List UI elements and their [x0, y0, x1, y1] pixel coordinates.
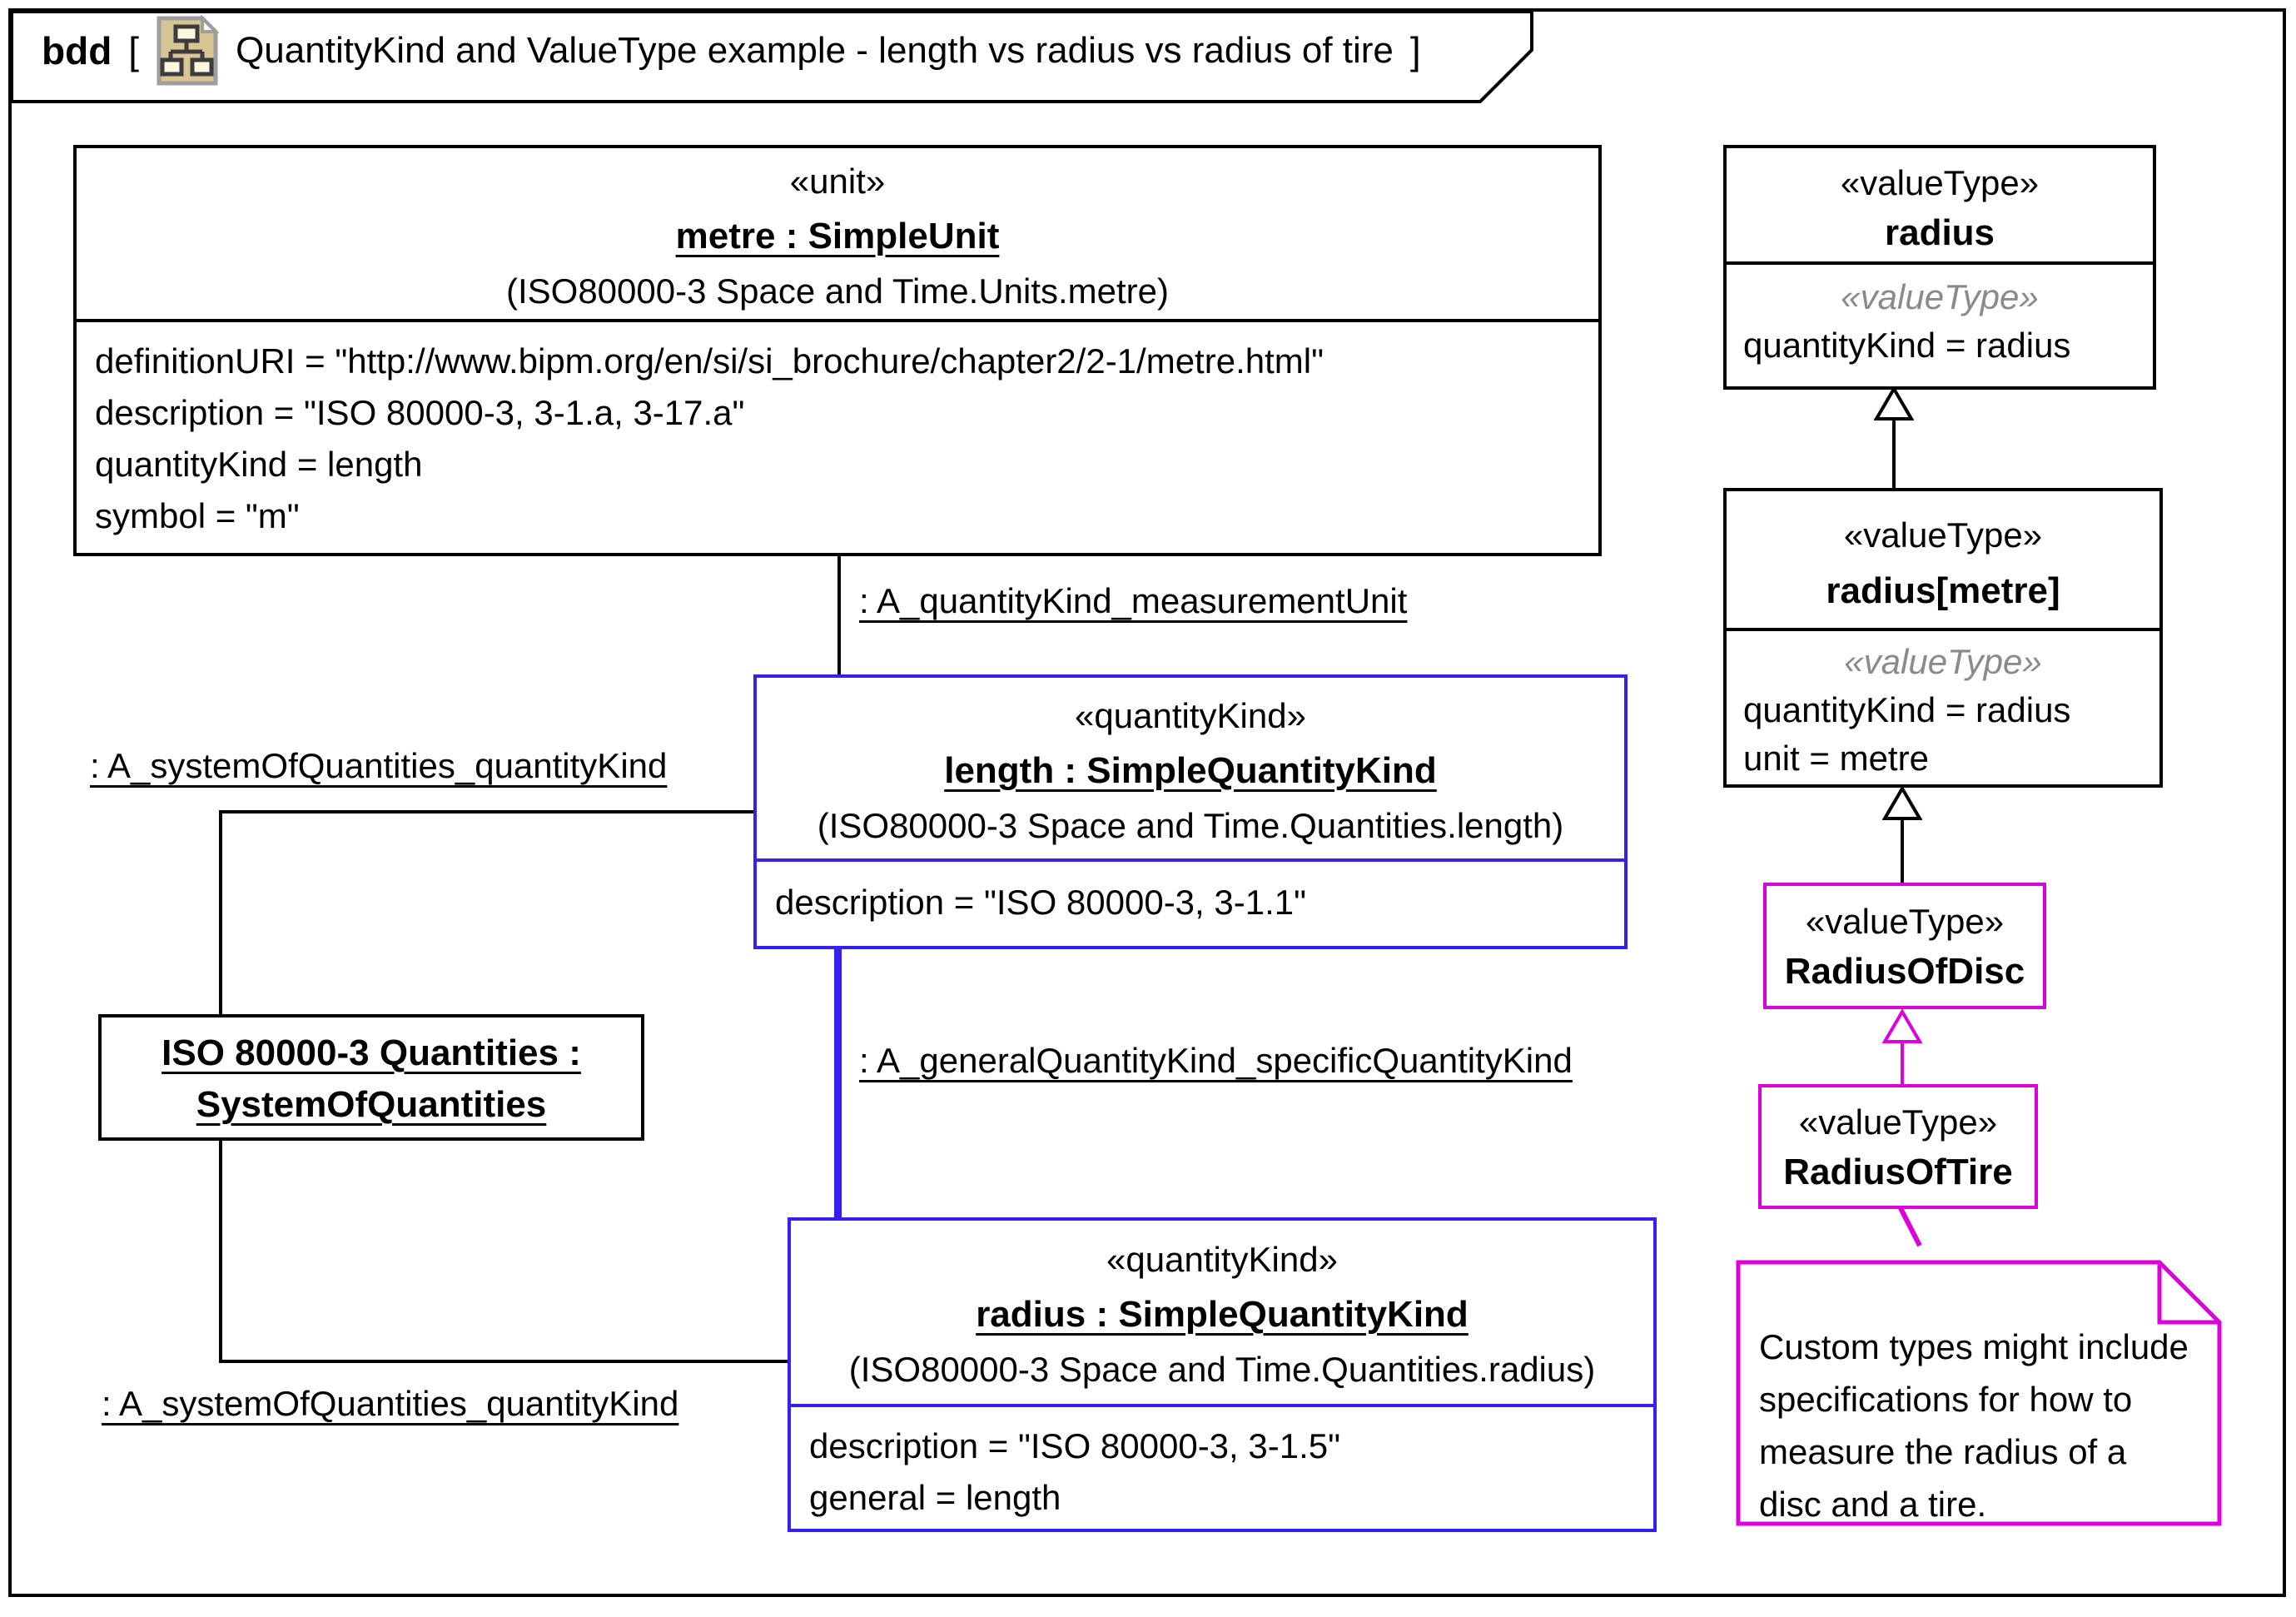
diagram-tab-shape — [10, 10, 1533, 103]
bdd-diagram-icon — [157, 15, 220, 86]
metre-property-quantityKind: quantityKind = length — [95, 445, 423, 484]
edge-generalQuantityKind-line — [834, 949, 842, 1217]
system-of-quantities-name-line1: ISO 80000-3 Quantities : — [162, 1032, 581, 1073]
edge-label-systemOfQuantities-quantityKind-bottom: : A_systemOfQuantities_quantityKind — [102, 1384, 679, 1423]
metre-property-definitionURI: definitionURI = "http://www.bipm.org/en/… — [95, 341, 1324, 381]
edge-label-quantityKind-measurementUnit: : A_quantityKind_measurementUnit — [859, 581, 1408, 620]
length-qualifier: (ISO80000-3 Space and Time.Quantities.le… — [817, 805, 1564, 845]
radius-metre-vt-name: radius[metre] — [1826, 570, 2060, 611]
radius-vt-name: radius — [1884, 212, 1995, 253]
radius-qk-property-general: general = length — [809, 1478, 1061, 1517]
metre-property-description: description = "ISO 80000-3, 3-1.a, 3-17.… — [95, 393, 745, 432]
radius-metre-vt-body-stereotype: «valueType» — [1844, 642, 2042, 681]
radius-vt-property-quantityKind: quantityKind = radius — [1743, 326, 2071, 365]
valuetype-radius-node[interactable]: «valueType» radius «valueType» quantityK… — [1723, 145, 2156, 390]
close-bracket: ] — [1409, 29, 1421, 72]
length-property-description: description = "ISO 80000-3, 3-1.1" — [775, 883, 1307, 922]
metre-stereotype: «unit» — [789, 161, 886, 201]
system-of-quantities-node[interactable]: ISO 80000-3 Quantities : SystemOfQuantit… — [98, 1014, 644, 1141]
generalization-arrowhead-3 — [1882, 1009, 1922, 1043]
radius-metre-vt-stereotype: «valueType» — [1843, 515, 2043, 555]
quantitykind-radius-node[interactable]: «quantityKind» radius : SimpleQuantityKi… — [788, 1217, 1657, 1532]
radius-of-tire-stereotype: «valueType» — [1798, 1102, 1998, 1142]
note-text: Custom types might include specification… — [1759, 1327, 2189, 1524]
diagram-kind-label: bdd — [42, 29, 112, 72]
radius-qk-qualifier: (ISO80000-3 Space and Time.Quantities.ra… — [848, 1350, 1596, 1389]
diagram-header: bdd [ QuantityKind and ValueType example… — [42, 15, 1421, 86]
note-shape[interactable] — [1736, 1260, 2224, 1528]
unit-metre-node[interactable]: «unit» metre : SimpleUnit (ISO80000-3 Sp… — [73, 145, 1602, 556]
valuetype-radius-of-tire-node[interactable]: «valueType» RadiusOfTire — [1758, 1084, 2038, 1209]
length-name: length : SimpleQuantityKind — [944, 749, 1437, 791]
radius-vt-stereotype: «valueType» — [1840, 163, 2040, 202]
metre-name: metre : SimpleUnit — [675, 215, 1000, 256]
radius-vt-body-stereotype: «valueType» — [1841, 277, 2039, 316]
radius-of-tire-name: RadiusOfTire — [1783, 1152, 2013, 1192]
diagram-title: QuantityKind and ValueType example - len… — [236, 30, 1394, 71]
generalization-line-2 — [1901, 819, 1904, 883]
edge-systemOfQuantities-top-vline — [219, 810, 222, 1014]
length-stereotype: «quantityKind» — [1075, 695, 1306, 735]
metre-qualifier: (ISO80000-3 Space and Time.Units.metre) — [505, 271, 1170, 311]
radius-metre-vt-property-quantityKind: quantityKind = radius — [1743, 690, 2071, 729]
open-bracket: [ — [128, 29, 140, 72]
radius-of-disc-name: RadiusOfDisc — [1784, 951, 2025, 992]
radius-metre-vt-property-unit: unit = metre — [1743, 739, 1929, 778]
edge-systemOfQuantities-top-hline — [219, 810, 753, 813]
generalization-line-1 — [1892, 420, 1896, 488]
generalization-arrowhead-2 — [1882, 786, 1922, 820]
quantitykind-length-node[interactable]: «quantityKind» length : SimpleQuantityKi… — [753, 674, 1628, 949]
radius-qk-name: radius : SimpleQuantityKind — [976, 1294, 1469, 1335]
metre-property-symbol: symbol = "m" — [95, 496, 300, 535]
note-anchor-line — [1897, 1205, 1922, 1247]
radius-qk-stereotype: «quantityKind» — [1106, 1240, 1338, 1279]
generalization-arrowhead-1 — [1874, 386, 1914, 420]
edge-label-generalQuantityKind-specificQuantityKind: : A_generalQuantityKind_specificQuantity… — [859, 1041, 1573, 1080]
edge-label-systemOfQuantities-quantityKind-top: : A_systemOfQuantities_quantityKind — [90, 746, 668, 785]
radius-qk-property-description: description = "ISO 80000-3, 3-1.5" — [809, 1426, 1341, 1465]
generalization-line-3 — [1901, 1042, 1904, 1084]
edge-systemOfQuantities-bottom-hline — [219, 1360, 788, 1363]
valuetype-radius-of-disc-node[interactable]: «valueType» RadiusOfDisc — [1763, 883, 2046, 1009]
valuetype-radius-metre-node[interactable]: «valueType» radius[metre] «valueType» qu… — [1723, 488, 2163, 788]
edge-systemOfQuantities-bottom-vline — [219, 1141, 222, 1363]
system-of-quantities-name-line2: SystemOfQuantities — [196, 1084, 547, 1125]
edge-quantityKind-measurementUnit-line — [837, 556, 841, 674]
radius-of-disc-stereotype: «valueType» — [1805, 902, 2005, 941]
